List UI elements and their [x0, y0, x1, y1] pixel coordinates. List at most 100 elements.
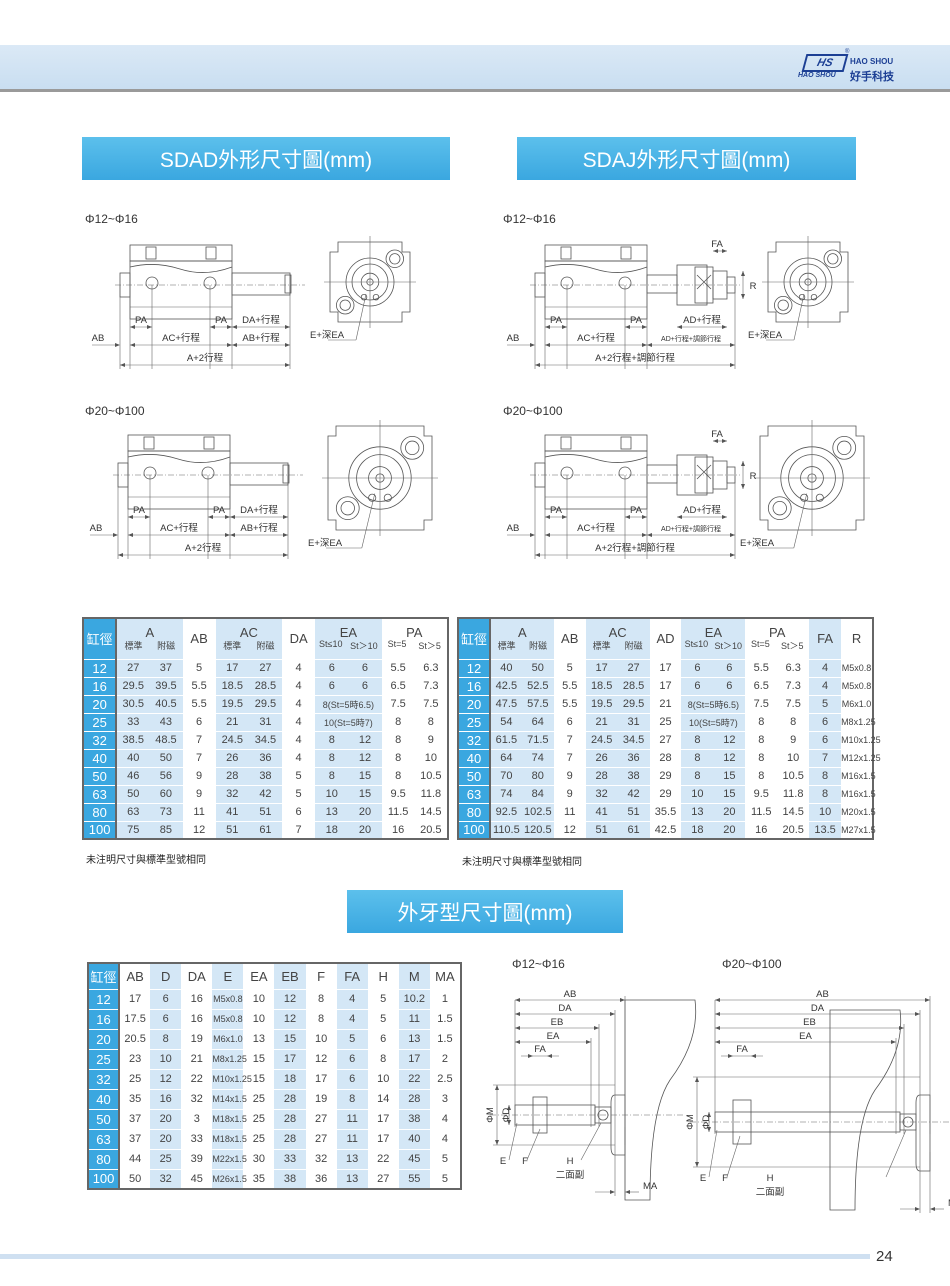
table-cell: 9 [182, 767, 216, 786]
bore-size-cell: 20 [83, 695, 118, 714]
column-header: 缸徑 [458, 618, 491, 660]
column-subheader: St＞10 [350, 640, 378, 651]
bore-size-cell: 16 [83, 677, 118, 696]
table-cell: 19 [181, 1029, 213, 1050]
table-cell: 56 [149, 767, 183, 786]
overall-length-label: A+2行程+調節行程 [595, 542, 675, 554]
fa-label: FA [711, 239, 723, 250]
table-cell: M20x1.5 [841, 803, 876, 822]
table-cell: 9 [553, 785, 586, 804]
overall-length-label: A+2行程 [185, 542, 222, 554]
table-cell: M27x1.5 [841, 821, 876, 840]
table-cell: 27 [116, 659, 150, 678]
pa-label: PA [630, 315, 643, 326]
table-cell: 32 [305, 1149, 337, 1170]
table-cell: 9 [414, 731, 448, 750]
column-subheader: St=5 [750, 638, 770, 649]
table-cell: 17 [649, 659, 682, 678]
table-cell: 7.3 [777, 677, 810, 696]
column-header: E [212, 963, 244, 990]
f-label: F [722, 1173, 728, 1184]
table-cell: 15 [348, 767, 382, 786]
table-cell: 7 [809, 749, 842, 768]
table-cell: 8 [336, 1089, 368, 1110]
column-subheader: 標準 [223, 640, 242, 651]
table-cell: 10 [150, 1049, 182, 1070]
table-cell: M8x1.25 [841, 713, 876, 732]
ab-stroke-label: AB+行程 [240, 522, 278, 534]
column-subheader: St＞10 [714, 640, 743, 651]
table-cell: 10 [777, 749, 810, 768]
table-cell: 4 [282, 677, 316, 696]
table-cell: 29 [649, 767, 682, 786]
table-cell: 5 [282, 785, 316, 804]
table-cell: 5.5 [182, 695, 216, 714]
thread-depth-label: E+深EA [308, 538, 343, 549]
bore-size-cell: 12 [458, 659, 491, 678]
ac-stroke-label: AC+行程 [577, 332, 615, 344]
table-cell: 5.5 [553, 695, 586, 714]
table-cell: M16x1.5 [841, 785, 876, 804]
table-cell: M10x1.25 [841, 731, 881, 750]
table-cell: 8 [777, 713, 810, 732]
table-cell: 30.5 [116, 695, 150, 714]
table-cell: 45 [398, 1149, 430, 1170]
table-cell: 8 [809, 767, 842, 786]
table-cell: 6 [150, 989, 182, 1010]
pa-label: PA [215, 315, 228, 326]
ab-stroke-label: AB+行程 [242, 332, 280, 344]
ac-stroke-label: AC+行程 [577, 522, 615, 534]
ad-adjust-label: AD+行程+調節行程 [661, 334, 721, 343]
table-cell: 27 [367, 1169, 399, 1190]
table-cell: 3 [429, 1089, 461, 1110]
table-cell: 13 [336, 1169, 368, 1190]
table-cell: 39.5 [149, 677, 183, 696]
overall-length-label: A+2行程 [187, 352, 224, 364]
table-cell: 13 [243, 1029, 275, 1050]
bore-size-cell: 12 [88, 989, 121, 1010]
d-diameter-label: ΦD [501, 1108, 512, 1123]
f-label: F [522, 1156, 528, 1167]
table-cell: 15 [713, 785, 746, 804]
eb-label: EB [551, 1017, 564, 1028]
table-cell: 28 [398, 1089, 430, 1110]
table-cell: M5x0.8 [841, 677, 873, 696]
table-cell: 12 [553, 821, 586, 840]
table-cell: 10.5 [414, 767, 448, 786]
column-header: D [150, 963, 182, 990]
table-cell: 3 [181, 1109, 213, 1130]
da-stroke-label: DA+行程 [240, 504, 278, 516]
table-cell: 16 [745, 821, 778, 840]
table-cell: 17 [215, 659, 249, 678]
table-cell: 4 [429, 1129, 461, 1150]
table-cell: 10 [243, 1009, 275, 1030]
table-cell: 16 [181, 1009, 213, 1030]
table-cell: 1.5 [429, 1029, 461, 1050]
column-header: M [398, 963, 430, 990]
table-cell: 20.5 [119, 1029, 151, 1050]
table-cell: 10 [305, 1029, 337, 1050]
sdad-section-title: SDAD外形尺寸圖(mm) [82, 137, 450, 180]
table-cell: 28 [215, 767, 249, 786]
table-cell: 8 [681, 731, 714, 750]
table-cell: 21 [181, 1049, 213, 1070]
brand-logo: HS HAO SHOU ® HAO SHOU 好手科技 [798, 49, 948, 84]
table-cell: 4 [282, 731, 316, 750]
table-cell: 6 [150, 1009, 182, 1030]
table-cell: 38 [248, 767, 283, 786]
table-cell: 4 [282, 659, 316, 678]
table-cell: M10x1.25 [212, 1069, 252, 1090]
table-cell: 19.5 [585, 695, 618, 714]
table-cell: 61 [248, 821, 283, 840]
bore-size-cell: 50 [458, 767, 491, 786]
table-cell: 120.5 [521, 821, 554, 840]
fa-label: FA [534, 1044, 546, 1055]
